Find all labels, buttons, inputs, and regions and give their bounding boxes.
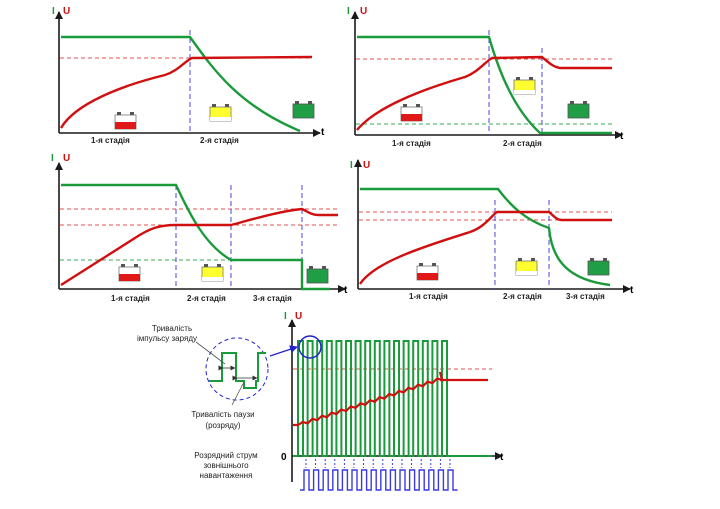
battery-icon	[209, 104, 232, 122]
battery-icon	[567, 101, 590, 119]
axis-letter-time: t	[630, 285, 634, 296]
battery-icon	[587, 258, 610, 276]
zoom-circle	[205, 337, 269, 401]
battery-icon	[515, 258, 538, 276]
annotation-pulse-duration: Тривалість	[152, 324, 192, 333]
battery-icon	[306, 266, 329, 284]
axis-letter-time: t	[620, 131, 624, 142]
axis-letter-time: t	[344, 285, 348, 296]
current-curve	[61, 35, 301, 133]
panel-4: I U t 1-я стадія 2-я стадія 3-я стадія	[350, 159, 634, 301]
axis-letter-time: t	[500, 452, 504, 463]
stage-label: 2-я стадія	[200, 136, 239, 145]
annotation-pause-duration: (розряду)	[205, 421, 241, 430]
stage-label: 2-я стадія	[503, 139, 542, 148]
arrow-icon	[269, 345, 298, 357]
panel-2: I U t 1-я стадія 2-я стадія	[347, 6, 624, 148]
pulse-panel: I U t 0 Тривалість імпульсу заряду Трива…	[137, 311, 504, 491]
circle-callout	[298, 335, 322, 359]
battery-icon	[201, 264, 224, 282]
axis-letter-current: I	[284, 311, 287, 322]
current-curve	[61, 183, 330, 291]
axis-letter-current: I	[347, 6, 350, 17]
voltage-curve	[60, 207, 338, 287]
annotation-pulse-duration: імпульсу заряду	[137, 334, 197, 343]
annotation-discharge-current: навантаження	[200, 471, 253, 480]
axis-letter-current: I	[52, 6, 55, 17]
voltage-curve	[359, 210, 612, 285]
panel-3: I U t 1-я стадія 2-я стадія 3-я стадія	[51, 153, 348, 303]
axis-letter-current: I	[350, 160, 353, 171]
battery-icon	[513, 77, 536, 95]
annotation-discharge-current: Розрядний струм	[194, 451, 257, 460]
voltage-curve	[356, 55, 612, 131]
axis-letter-voltage: U	[295, 311, 302, 322]
axis-letter-voltage: U	[360, 6, 367, 17]
current-pulse-train	[293, 340, 492, 457]
battery-icon	[292, 101, 315, 119]
axis-letter-time: t	[321, 127, 325, 138]
stage-label: 2-я стадія	[187, 294, 226, 303]
current-curve	[360, 187, 611, 287]
voltage-curve	[59, 55, 313, 129]
stage-label: 3-я стадія	[253, 294, 292, 303]
zoomed-pulse	[209, 352, 266, 389]
stage-label: 1-я стадія	[111, 294, 150, 303]
axis-letter-voltage: U	[63, 6, 70, 17]
stage-label: 3-я стадія	[566, 292, 605, 301]
battery-icon	[400, 104, 423, 122]
voltage-curve	[293, 371, 444, 427]
leader-line	[231, 381, 245, 406]
battery-icon	[114, 112, 137, 130]
axis-letter-voltage: U	[363, 160, 370, 171]
stage-label: 1-я стадія	[409, 292, 448, 301]
stage-label: 2-я стадія	[503, 292, 542, 301]
discharge-pulse-train	[300, 469, 458, 491]
axis-letter-current: I	[51, 153, 54, 164]
annotation-discharge-current: зовнішнього	[203, 461, 249, 470]
axis-zero: 0	[281, 452, 287, 463]
battery-icon	[118, 264, 141, 282]
current-curve	[357, 35, 612, 135]
annotation-pause-duration: Тривалість паузи	[191, 410, 254, 419]
stage-label: 1-я стадія	[91, 136, 130, 145]
panel-1: I U t 1-я стадія 2-я стадія	[52, 6, 325, 145]
axis-letter-voltage: U	[63, 153, 70, 164]
stage-label: 1-я стадія	[392, 139, 431, 148]
leader-line	[195, 341, 226, 365]
battery-icon	[416, 263, 439, 281]
